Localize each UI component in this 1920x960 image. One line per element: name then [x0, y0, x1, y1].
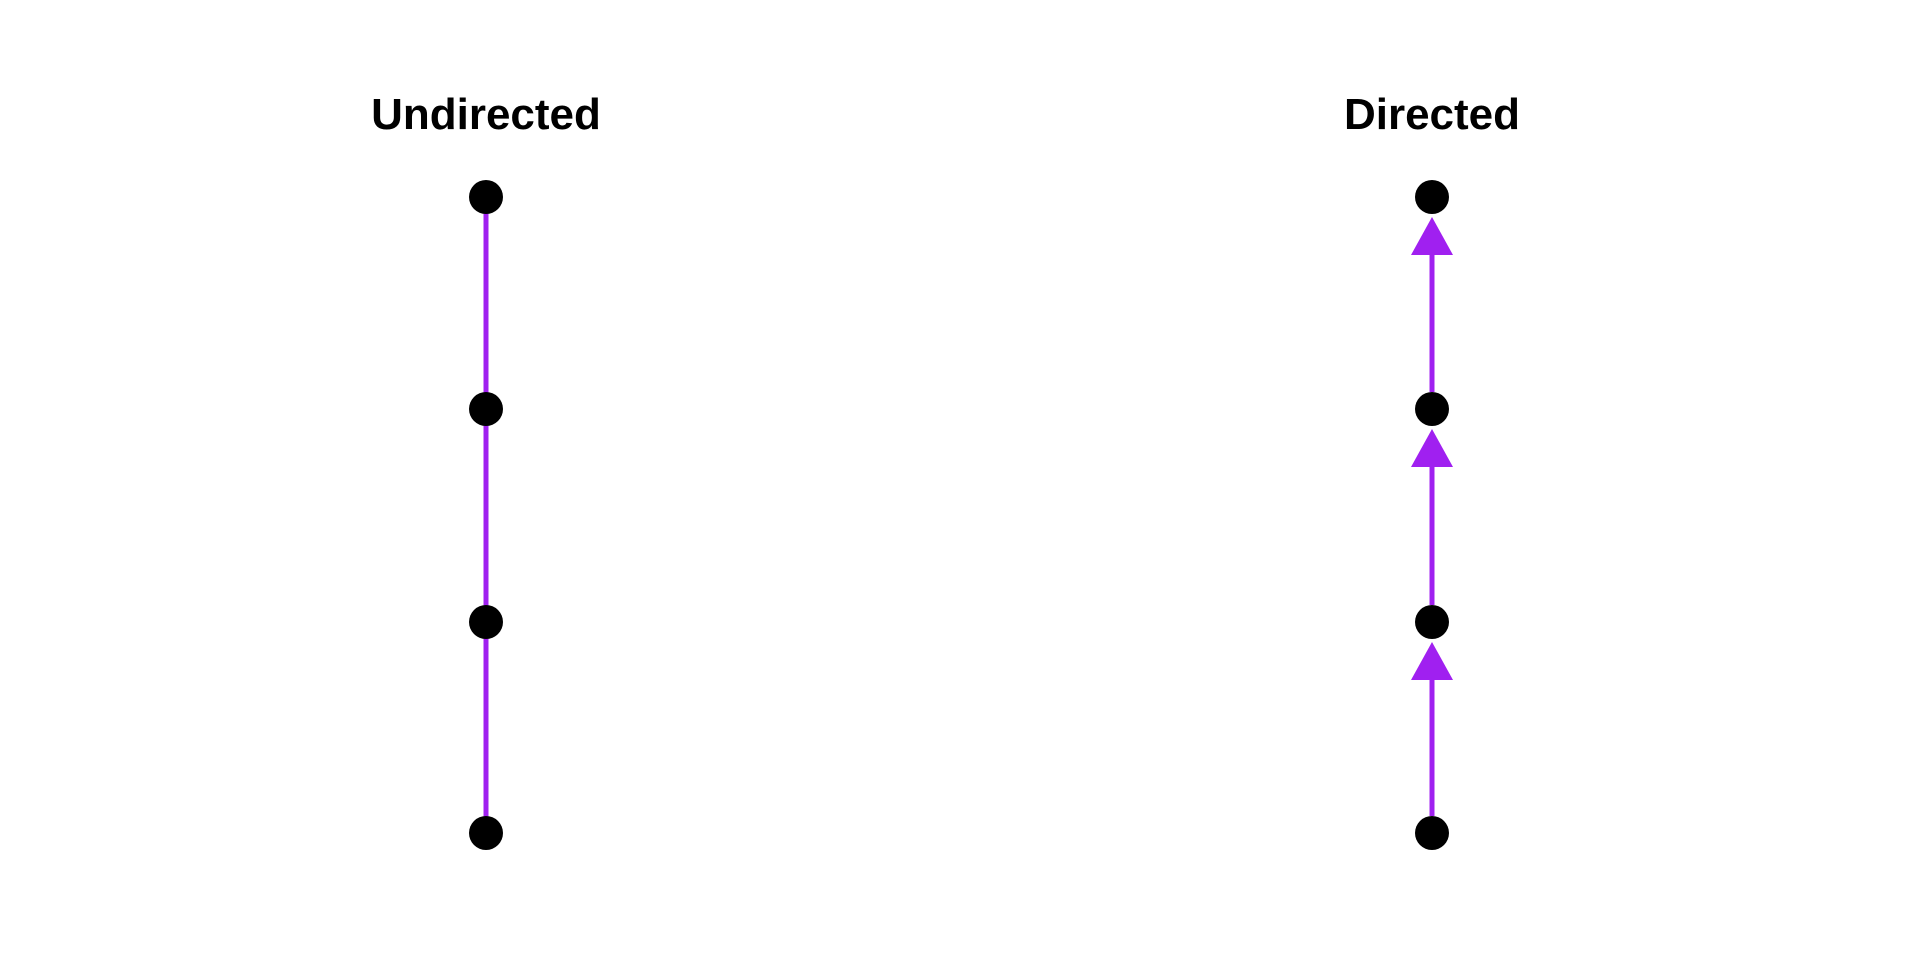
node: [1415, 605, 1449, 639]
arrowhead-icon: [1411, 429, 1453, 467]
node: [469, 180, 503, 214]
arrowhead-icon: [1411, 642, 1453, 680]
arrowhead-icon: [1411, 217, 1453, 255]
node: [1415, 816, 1449, 850]
panel-title-directed: Directed: [1344, 90, 1520, 139]
node: [1415, 392, 1449, 426]
node: [1415, 180, 1449, 214]
node: [469, 605, 503, 639]
panel-title-undirected: Undirected: [371, 90, 601, 139]
node: [469, 816, 503, 850]
node: [469, 392, 503, 426]
